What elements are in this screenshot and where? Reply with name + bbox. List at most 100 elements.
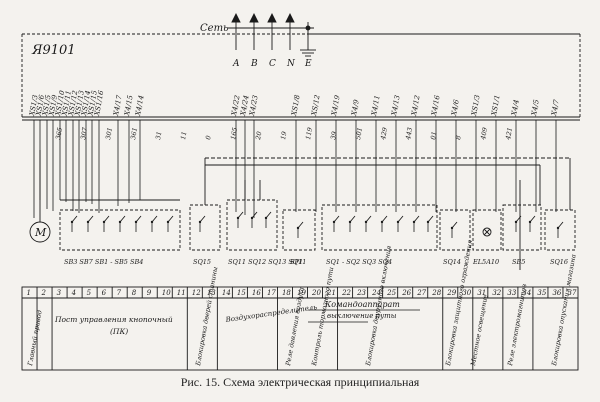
wire-number: 443 xyxy=(404,127,414,142)
wire-number: 421 xyxy=(504,127,514,142)
terminal-label: XS1/3 xyxy=(28,94,40,118)
terminal-label: X4/7 xyxy=(550,98,561,117)
wire-number: 19 xyxy=(279,131,288,141)
svg-text:16: 16 xyxy=(252,289,261,297)
terminal-label: X4/11 xyxy=(370,95,382,118)
svg-text:23: 23 xyxy=(356,289,366,297)
terminal-label: X4/5 xyxy=(530,98,541,117)
svg-text:3: 3 xyxy=(57,289,62,297)
table-col-caption-lock_magazine: Блокировка опускания магазина xyxy=(550,254,578,368)
terminal-label: X4/12 xyxy=(410,94,422,117)
wires xyxy=(33,120,557,218)
wire-number: 0 xyxy=(204,135,213,140)
wire-number: 301 xyxy=(104,127,114,141)
function-table xyxy=(21,286,579,371)
wire-number: 8 xyxy=(454,135,463,140)
wire-number: 31 xyxy=(154,131,163,141)
terminal-label: XS1/9 xyxy=(47,94,59,118)
svg-text:18: 18 xyxy=(282,289,291,297)
wire-number: 39 xyxy=(329,131,338,141)
wire-number: 307 xyxy=(79,126,89,140)
terminal-label: X4/9 xyxy=(350,98,361,117)
lamp-block xyxy=(472,209,502,251)
svg-text:24: 24 xyxy=(371,289,381,297)
terminal-label: XS1/6 xyxy=(34,94,46,118)
svg-text:15: 15 xyxy=(237,289,246,297)
sq14-label: SQ14 xyxy=(443,258,461,266)
sq16-label: SQ16 xyxy=(550,258,568,266)
terminal-label: X4/14 xyxy=(134,95,146,118)
terminal-label: X4/15 xyxy=(123,94,135,117)
command-switches-block xyxy=(321,204,438,251)
header-group: Командоаппарат xyxy=(324,300,400,309)
terminal-label: X4/22 xyxy=(230,94,242,117)
wire-number: 361 xyxy=(129,127,139,141)
phase-label: N xyxy=(286,59,296,69)
wire-number: 429 xyxy=(379,127,389,142)
sb5-block xyxy=(502,204,542,251)
sq16-block xyxy=(544,209,576,251)
sq15-label: SQ15 xyxy=(193,258,211,266)
svg-text:11: 11 xyxy=(177,289,186,297)
sp1-label: SP1 xyxy=(290,258,303,266)
svg-text:26: 26 xyxy=(401,289,411,297)
phase-label: C xyxy=(269,59,276,69)
svg-text:6: 6 xyxy=(102,289,107,297)
control-post-code: (ПК) xyxy=(110,327,128,336)
svg-text:30: 30 xyxy=(462,289,471,297)
svg-text:7: 7 xyxy=(117,289,122,297)
svg-text:22: 22 xyxy=(341,289,351,297)
svg-text:9: 9 xyxy=(147,289,152,297)
svg-text:13: 13 xyxy=(207,289,216,297)
svg-text:10: 10 xyxy=(162,289,171,297)
phase-label: E xyxy=(304,59,312,69)
wire-number: 165 xyxy=(229,127,239,141)
terminal-label: X4/4 xyxy=(510,99,521,117)
svg-text:27: 27 xyxy=(416,289,426,297)
wire-number: 119 xyxy=(304,127,314,141)
svg-text:20: 20 xyxy=(311,289,321,297)
figure-caption: Рис. 15. Схема электрическая принципиаль… xyxy=(180,375,420,389)
table-col-caption-main_drive: Главный привод xyxy=(26,310,44,368)
svg-text:29: 29 xyxy=(446,289,456,297)
terminal-label: X4/6 xyxy=(450,98,461,117)
table-col-caption-local_light: Местное освещение xyxy=(469,294,490,368)
panel-code: Я9101 xyxy=(31,43,76,58)
push-button-station-label: SB3 SB7 SB1 - SB5 SB4 xyxy=(64,258,143,266)
wire-number: 409 xyxy=(479,127,489,142)
terminal-label: X4/16 xyxy=(430,94,442,117)
push-button-station-block xyxy=(59,209,181,251)
svg-text:8: 8 xyxy=(132,289,137,297)
svg-text:37: 37 xyxy=(567,289,576,297)
svg-text:31: 31 xyxy=(477,289,486,297)
air-distributor-label: Воздухораспре­делитель xyxy=(224,303,318,324)
phase-label: B xyxy=(250,59,258,69)
motor-label: M xyxy=(34,226,47,239)
sb5-label: SB5 xyxy=(512,258,525,266)
svg-text:5: 5 xyxy=(87,289,92,297)
terminal-label: XS1/3 xyxy=(470,94,482,118)
svg-text:32: 32 xyxy=(492,289,501,297)
svg-text:28: 28 xyxy=(431,289,441,297)
control-post-label: Пост управления кнопочный xyxy=(54,315,173,324)
header-subgroup: выключение путы xyxy=(327,312,397,320)
terminal-label: X4/13 xyxy=(390,94,402,117)
wire-number: 11 xyxy=(179,131,188,141)
sq15-block xyxy=(189,204,221,251)
wire-number: 501 xyxy=(354,127,364,141)
phase-label: A xyxy=(232,59,240,69)
network-label: Сеть xyxy=(200,23,229,34)
terminals-left-group: XS1/3XS1/6XS1/5XS1/9XS1/10XS1/11XS1/12XS… xyxy=(28,89,106,117)
terminal-label: XS/12 xyxy=(310,94,322,118)
terminal-label: X4/17 xyxy=(112,94,124,117)
wire-number: 365 xyxy=(54,127,64,141)
distributor-label: SQ11 SQ12 SQ13 SQ11 xyxy=(228,258,306,266)
svg-text:1: 1 xyxy=(27,289,31,297)
svg-text:4: 4 xyxy=(71,289,76,297)
table-col-caption-lock_doors: Блокировка дверей станины xyxy=(194,266,219,367)
terminal-label: XS1/1 xyxy=(490,94,502,117)
table-col-caption-air_relay: Реле давления воздуха xyxy=(284,286,306,367)
sp1-block xyxy=(282,209,316,251)
